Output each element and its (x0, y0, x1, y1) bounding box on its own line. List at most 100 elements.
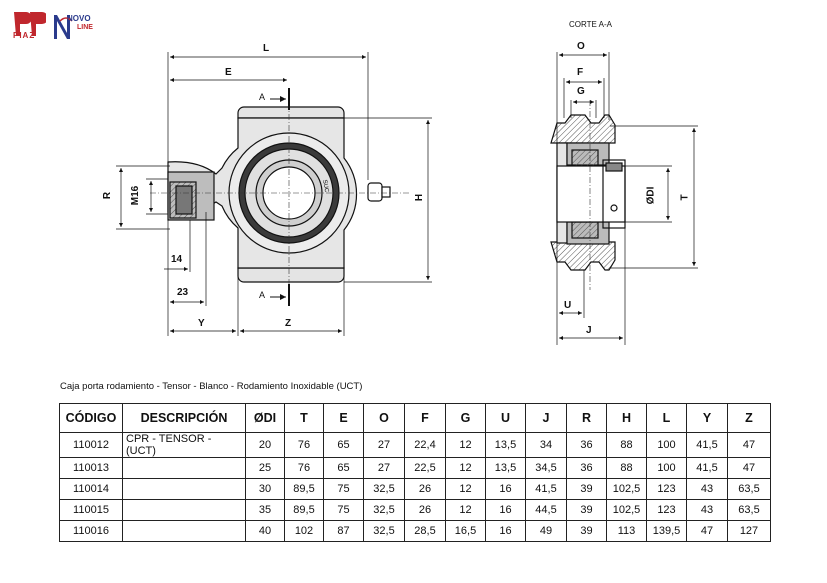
table-cell: 22,4 (404, 432, 446, 458)
table-cell: 110012 (59, 432, 123, 458)
table-cell: 25 (245, 457, 285, 479)
table-cell: 36 (566, 432, 607, 458)
table-cell: 12 (445, 432, 486, 458)
col-header: Y (686, 403, 728, 433)
col-header: U (485, 403, 526, 433)
table-cell: 75 (323, 499, 364, 521)
col-header: L (646, 403, 687, 433)
dim-label-e: E (225, 67, 232, 78)
table-cell: 16 (485, 499, 526, 521)
table-cell: 76 (284, 457, 324, 479)
table-cell: 20 (245, 432, 285, 458)
table-cell: 65 (323, 432, 364, 458)
table-cell: CPR - TENSOR - (UCT) (122, 432, 246, 458)
table-cell: 89,5 (284, 499, 324, 521)
table-cell: 39 (566, 520, 607, 542)
table-cell: 12 (445, 499, 486, 521)
product-caption: Caja porta rodamiento - Tensor - Blanco … (60, 381, 363, 392)
col-header: J (525, 403, 567, 433)
novoline-logo-sub: LINE (77, 24, 93, 31)
table-cell: 28,5 (404, 520, 446, 542)
table-cell: 123 (646, 499, 687, 521)
dim-label-j: J (586, 325, 592, 336)
dim-label-r: R (102, 191, 114, 200)
table-cell: 87 (323, 520, 364, 542)
section-marker-top: A (259, 92, 266, 102)
table-cell: 47 (727, 432, 771, 458)
dim-label-o: O (577, 41, 585, 52)
table-cell: 32,5 (363, 499, 405, 521)
table-cell: 32,5 (363, 478, 405, 500)
table-cell: 26 (404, 499, 446, 521)
dim-label-g: G (577, 86, 585, 97)
col-header: G (445, 403, 486, 433)
col-header: Z (727, 403, 771, 433)
table-cell: 13,5 (485, 457, 526, 479)
table-cell: 102 (284, 520, 324, 542)
col-header: DESCRIPCIÓN (122, 403, 246, 433)
table-cell: 65 (323, 457, 364, 479)
table-cell (122, 457, 246, 479)
table-cell: 27 (363, 432, 405, 458)
table-cell: 35 (245, 499, 285, 521)
table-cell: 39 (566, 499, 607, 521)
table-cell: 100 (646, 457, 687, 479)
table-cell: 100 (646, 432, 687, 458)
table-cell: 43 (686, 478, 728, 500)
table-cell: 110015 (59, 499, 123, 521)
novoline-logo-main: NOVO (67, 14, 91, 23)
table-cell: 12 (445, 457, 486, 479)
table-header-row: CÓDIGO DESCRIPCIÓN ØDI T E O F G U J R H… (59, 403, 771, 433)
dim-label-z: Z (285, 318, 292, 329)
dim-label-f: F (577, 67, 584, 78)
table-cell: 75 (323, 478, 364, 500)
table-cell: 102,5 (606, 478, 647, 500)
dim-label-di: ØDI (645, 186, 657, 205)
col-header: R (566, 403, 607, 433)
table-cell: 88 (606, 432, 647, 458)
col-header: ØDI (245, 403, 285, 433)
dimensions-table: CÓDIGO DESCRIPCIÓN ØDI T E O F G U J R H… (59, 403, 771, 542)
table-cell: 110014 (59, 478, 123, 500)
table-cell: 113 (606, 520, 647, 542)
table-cell: 102,5 (606, 499, 647, 521)
novoline-logo-icon (54, 15, 73, 39)
piaz-logo-icon (14, 12, 46, 36)
table-cell: 30 (245, 478, 285, 500)
table-cell: 36 (566, 457, 607, 479)
table-cell: 39 (566, 478, 607, 500)
table-cell: 41,5 (525, 478, 567, 500)
col-header: T (284, 403, 324, 433)
section-marker-bottom: A (259, 290, 266, 300)
dim-label-m16: M16 (130, 185, 142, 206)
dim-label-l: L (263, 43, 270, 54)
section-view (550, 114, 626, 271)
table-cell: 13,5 (485, 432, 526, 458)
table-cell: 32,5 (363, 520, 405, 542)
table-cell: 49 (525, 520, 567, 542)
svg-text:SUC: SUC (321, 179, 329, 193)
table-cell: 16,5 (445, 520, 486, 542)
table-cell: 76 (284, 432, 324, 458)
technical-drawing: SUC (116, 52, 698, 345)
table-cell (122, 478, 246, 500)
table-cell: 88 (606, 457, 647, 479)
front-view (167, 106, 391, 283)
col-header: H (606, 403, 647, 433)
table-cell: 12 (445, 478, 486, 500)
col-header: O (363, 403, 405, 433)
col-header: CÓDIGO (59, 403, 123, 433)
table-cell: 27 (363, 457, 405, 479)
col-header: E (323, 403, 364, 433)
table-cell: 41,5 (686, 457, 728, 479)
table-cell: 47 (727, 457, 771, 479)
table-cell: 89,5 (284, 478, 324, 500)
dim-label-u: U (564, 300, 572, 311)
table-cell: 127 (727, 520, 771, 542)
dim-label-t: T (679, 194, 691, 201)
table-cell: 139,5 (646, 520, 687, 542)
dim-label-23: 23 (177, 287, 189, 298)
